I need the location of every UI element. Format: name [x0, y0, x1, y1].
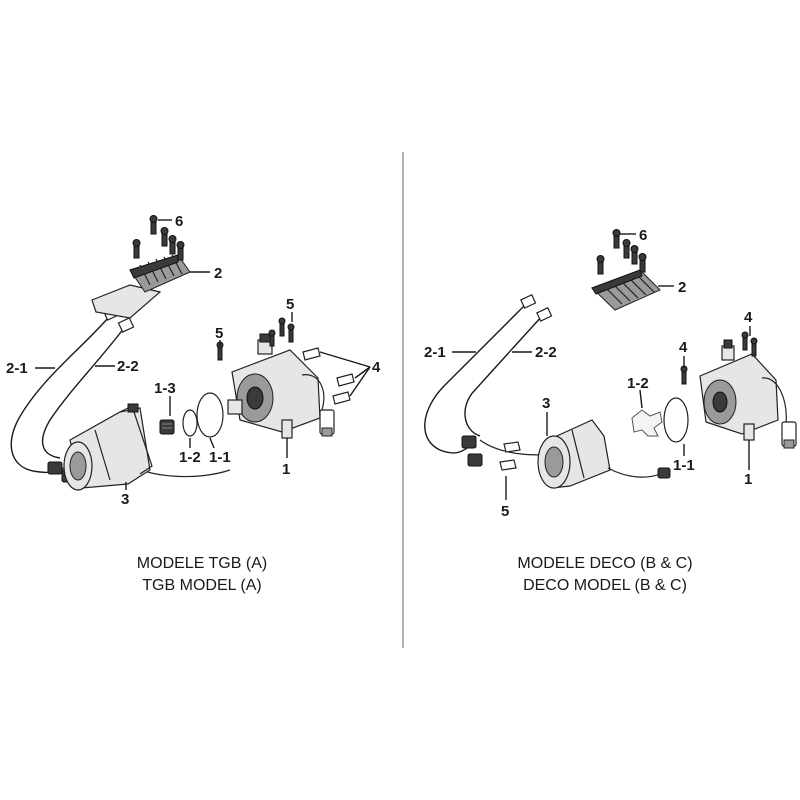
- left-leader-lines: [35, 219, 371, 490]
- right-label-1: 1: [744, 471, 752, 488]
- right-motor: [537, 419, 671, 489]
- left-label-1-1: 1-1: [209, 449, 231, 466]
- left-label-2-1: 2-1: [6, 360, 28, 377]
- right-screws-6: [596, 229, 647, 275]
- right-o-ring: [663, 397, 689, 443]
- left-motor: [63, 403, 153, 491]
- right-controller-module: [591, 269, 661, 311]
- left-label-1: 1: [282, 461, 290, 478]
- left-label-5-side: 5: [215, 325, 223, 342]
- left-caption-fr: MODELE TGB (A): [137, 555, 267, 572]
- right-label-6: 6: [639, 227, 647, 244]
- right-wire-harness: [424, 294, 561, 467]
- left-screws-5: [216, 317, 295, 361]
- left-label-2: 2: [214, 265, 222, 282]
- right-label-5: 5: [501, 503, 509, 520]
- left-screws-6: [132, 215, 185, 261]
- left-panel: 6 2 5 5 4 2-1 2-2 1-3 1-2 1-1 1 3 MODELE…: [6, 213, 381, 594]
- right-label-4-top: 4: [744, 309, 753, 326]
- right-caption-fr: MODELE DECO (B & C): [517, 555, 692, 572]
- right-label-1-1: 1-1: [673, 457, 695, 474]
- left-label-4: 4: [372, 359, 381, 376]
- left-coupling: [159, 419, 175, 435]
- right-leader-lines: [452, 233, 751, 500]
- right-label-2-2: 2-2: [535, 344, 557, 361]
- right-clips-5: [499, 441, 521, 471]
- right-label-1-2: 1-2: [627, 375, 649, 392]
- left-label-3: 3: [121, 491, 129, 508]
- left-o-ring-large: [196, 392, 224, 438]
- right-coupling: [631, 409, 663, 437]
- left-gearbox: [227, 333, 335, 439]
- right-label-2-1: 2-1: [424, 344, 446, 361]
- left-label-5-top: 5: [286, 296, 294, 313]
- left-controller-module: [91, 254, 191, 319]
- left-label-1-3: 1-3: [154, 380, 176, 397]
- right-caption-en: DECO MODEL (B & C): [523, 577, 687, 594]
- left-caption-en: TGB MODEL (A): [142, 577, 261, 594]
- left-label-2-2: 2-2: [117, 358, 139, 375]
- left-o-ring-small: [182, 409, 198, 437]
- right-panel: 6 2 4 4 2-1 2-2 3 1-2 1-1 1 5 MODELE DEC…: [424, 227, 797, 594]
- right-screws-4: [680, 331, 758, 385]
- right-gearbox: [699, 339, 797, 449]
- right-label-3: 3: [542, 395, 550, 412]
- right-label-4-side: 4: [679, 339, 688, 356]
- left-label-6: 6: [175, 213, 183, 230]
- right-label-2: 2: [678, 279, 686, 296]
- left-clips-4: [302, 347, 355, 405]
- left-label-1-2: 1-2: [179, 449, 201, 466]
